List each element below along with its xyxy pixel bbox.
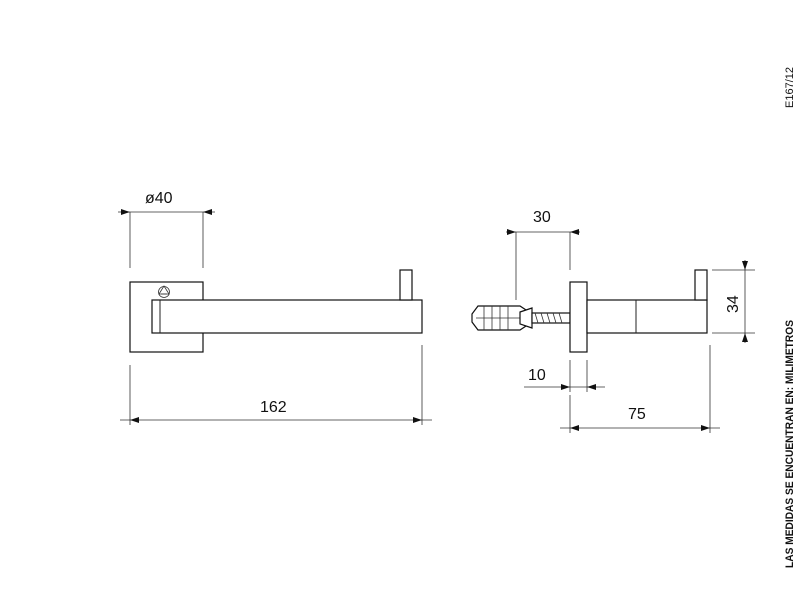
- dimension-plug: 10: [524, 360, 605, 392]
- dimension-height-label: 34: [725, 295, 742, 313]
- dimension-diameter: ø40: [118, 190, 215, 268]
- wall-plug: [471, 305, 571, 331]
- drawing-code: E167/12: [784, 67, 796, 108]
- dimension-projection-label: 30: [533, 209, 551, 226]
- front-view: ø40 162: [118, 190, 432, 425]
- dimension-depth: 75: [560, 345, 720, 433]
- dimension-length-label: 162: [260, 399, 287, 416]
- dimension-projection: 30: [506, 209, 580, 300]
- front-arm: [151, 299, 423, 334]
- side-wall-plate: [569, 281, 588, 353]
- dimension-diameter-label: ø40: [145, 190, 173, 207]
- brand-logo-icon: [158, 285, 170, 298]
- front-upright: [399, 269, 413, 301]
- side-upright: [694, 269, 708, 301]
- dimension-height: 34: [712, 260, 755, 343]
- units-note: LAS MEDIDAS SE ENCUENTRAN EN: MILIMETROS: [784, 320, 796, 568]
- dimension-depth-label: 75: [628, 406, 646, 423]
- dimension-plug-label: 10: [528, 367, 546, 384]
- side-arm: [586, 299, 708, 334]
- side-view: 30 34 10 75: [471, 209, 755, 433]
- dimension-length: 162: [120, 345, 432, 425]
